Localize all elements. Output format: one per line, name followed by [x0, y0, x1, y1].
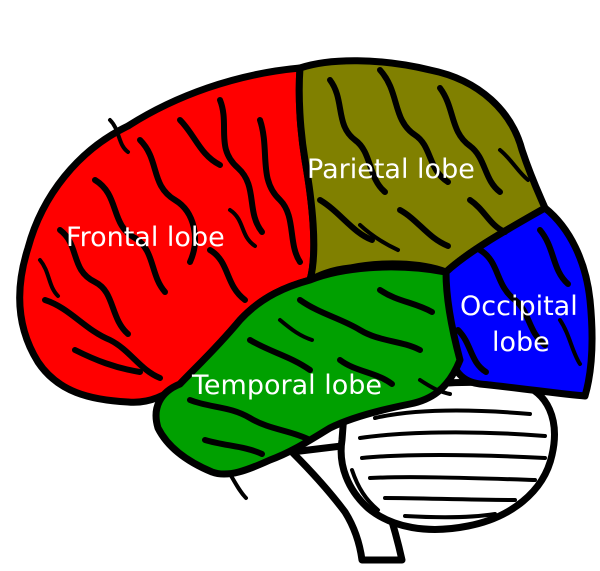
temporal-lobe-label: Temporal lobe: [191, 370, 382, 401]
parietal-folds: [317, 67, 530, 252]
occipital-lobe-label-line2: lobe: [492, 327, 550, 358]
frontal-folds: [38, 97, 303, 381]
cerebellum-folds: [350, 408, 547, 520]
temporal-fringe: [228, 472, 248, 500]
occipital-folds: [455, 227, 582, 375]
parietal-lobe-label: Parietal lobe: [307, 154, 475, 185]
occipital-lobe-label-line1: Occipital: [460, 291, 578, 322]
frontal-lobe-label: Frontal lobe: [66, 222, 225, 253]
temporal-folds: [187, 287, 452, 457]
